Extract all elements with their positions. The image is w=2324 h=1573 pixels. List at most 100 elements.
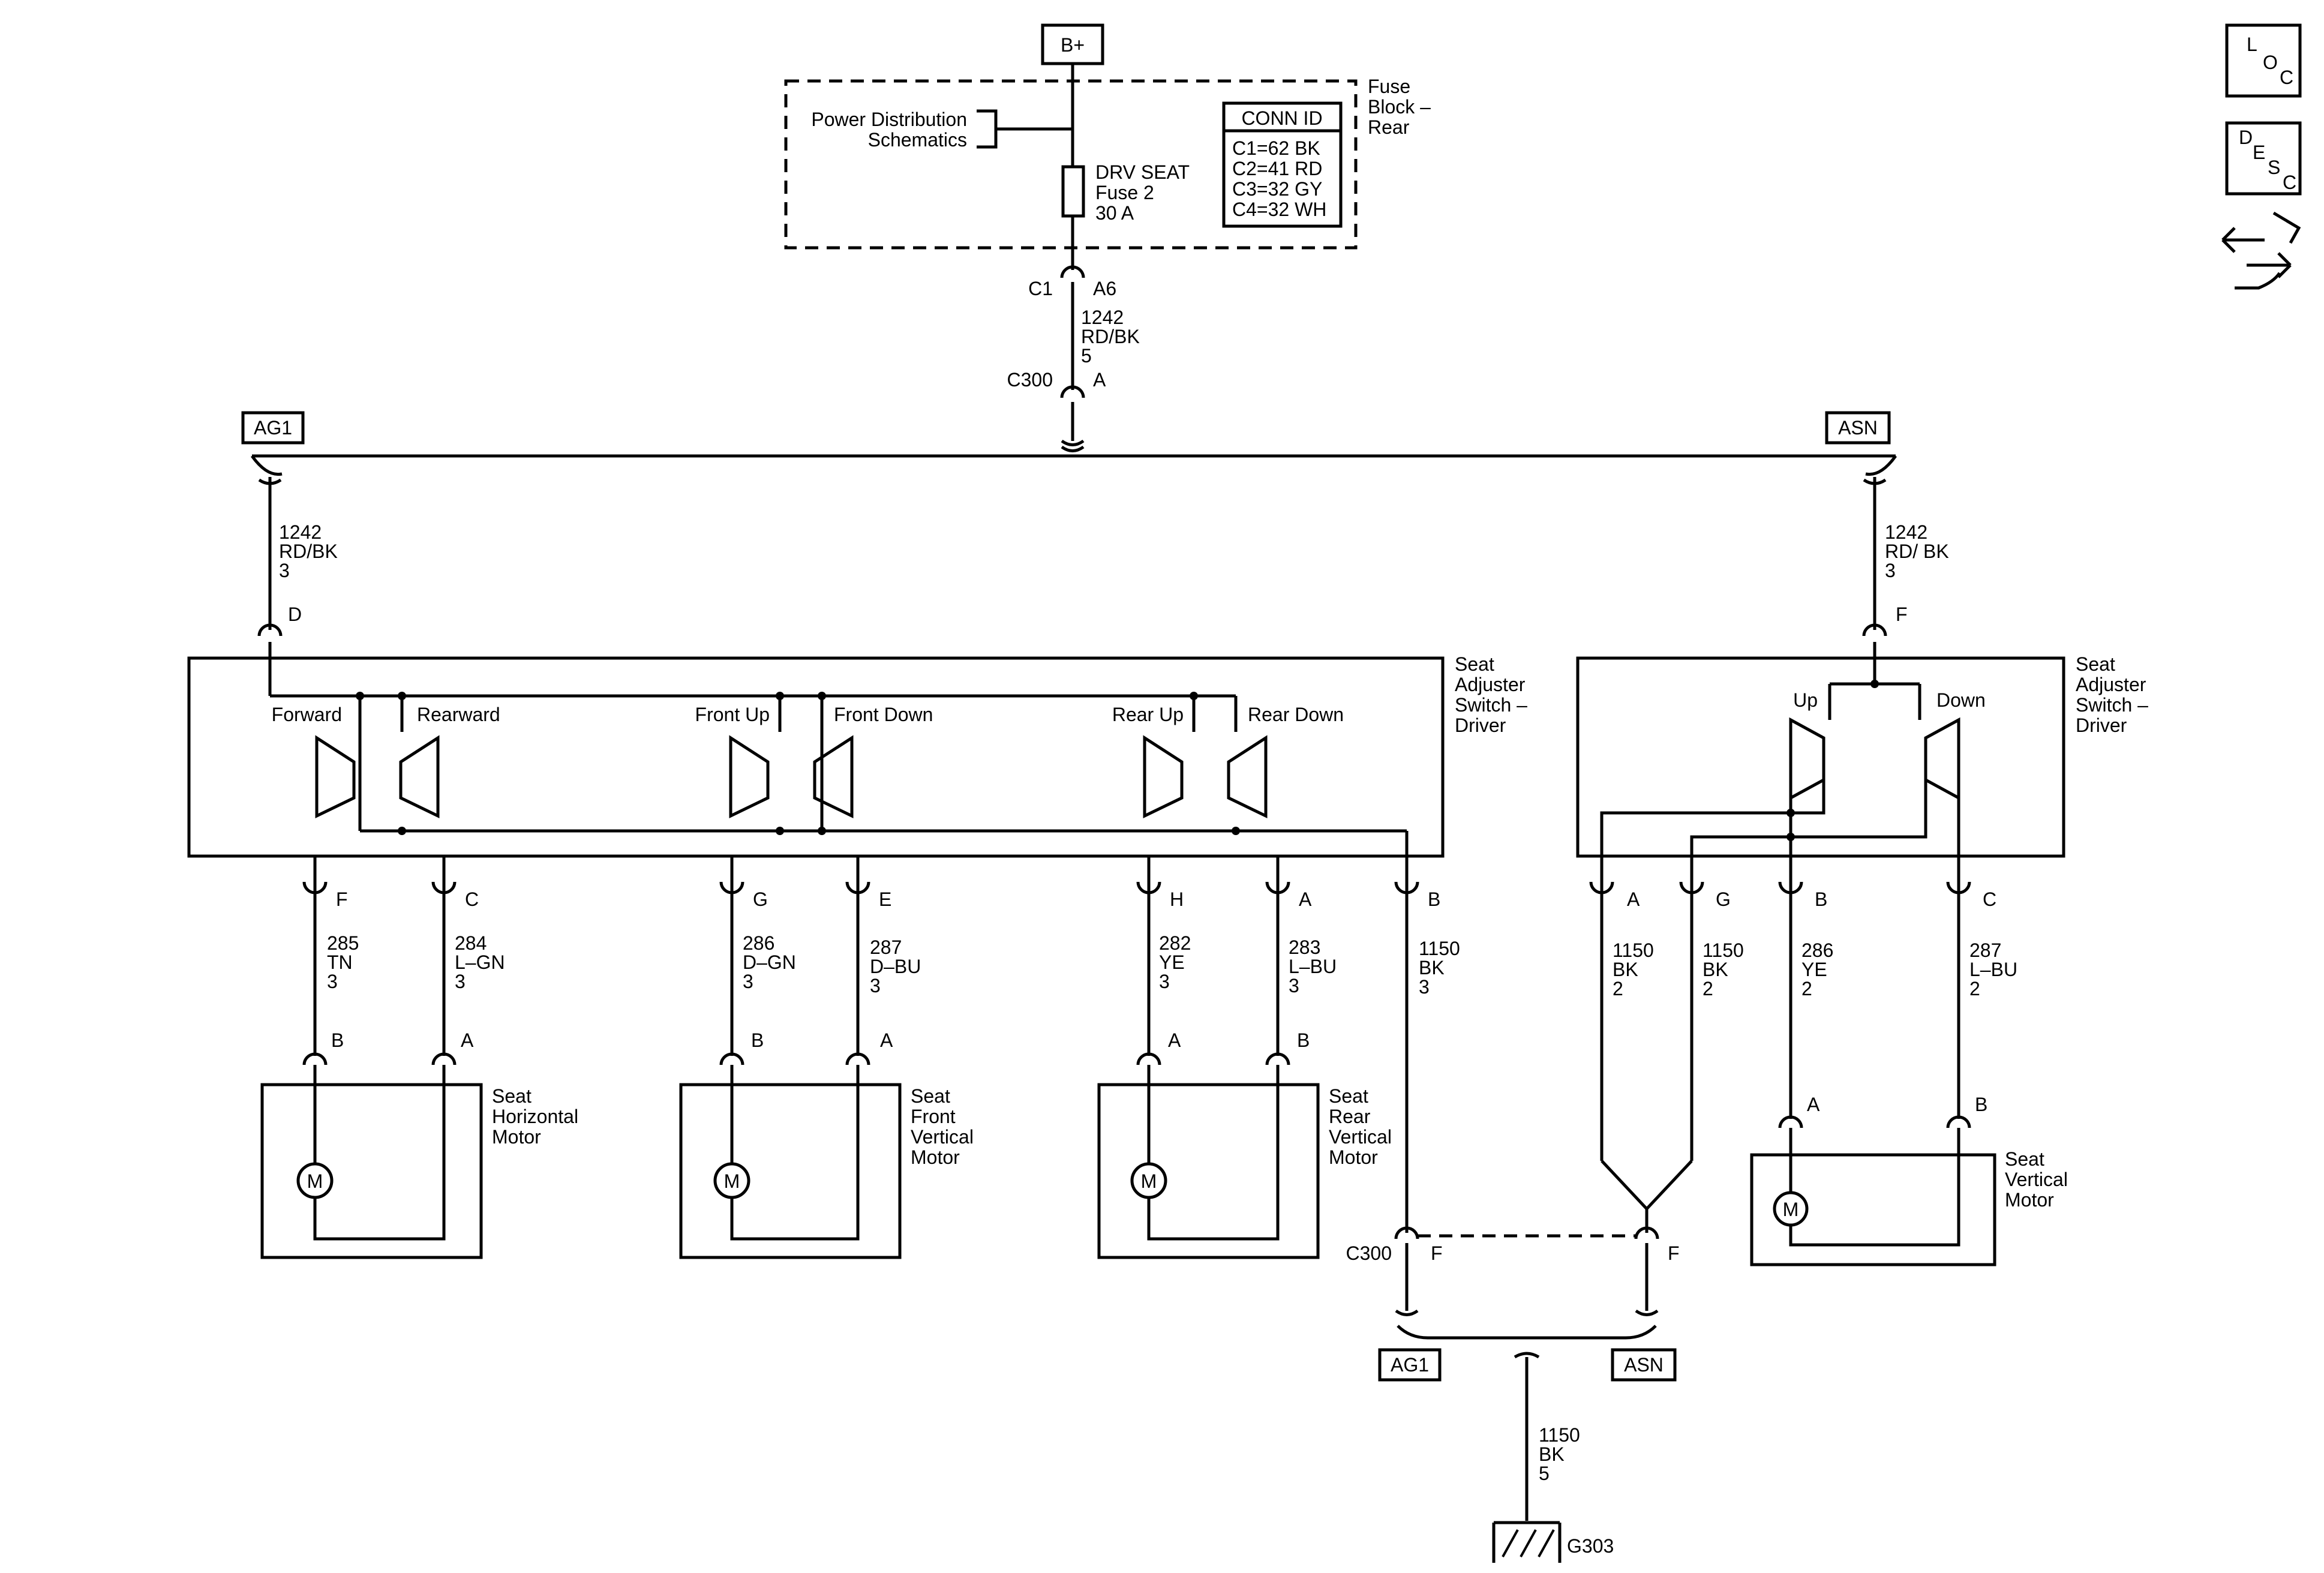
wire-color: RD/BK [279,541,338,562]
motor-label: Seat Vertical Motor [2005,1148,2073,1211]
svg-text:5: 5 [1539,1463,1550,1484]
switch-left-feed-pin: D [288,604,302,625]
main-feed: C1 A6 1242 RD/BK 5 C300 A [1007,64,1140,452]
switch-right-feed-pin: F [1896,604,1908,625]
svg-text:BK: BK [1613,959,1638,980]
svg-text:BK: BK [1703,959,1728,980]
svg-text:C: C [2283,172,2296,193]
c1-pin: A6 [1093,278,1116,299]
switch-position-front-up: Front Up [695,704,770,725]
ground-circuit: C300 F F AG1 ASN 1150 BK 5 G303 [1346,1226,1680,1563]
wire-size: 3 [1885,560,1896,581]
loc-button[interactable]: L O C [2225,23,2302,98]
wire-color: RD/BK [1081,326,1140,347]
switch-position-rearward: Rearward [417,704,500,725]
pin-g: G [753,888,768,910]
switch-right-label: Seat Adjuster Switch – Driver [2076,653,2154,736]
c300-label: C300 [1007,369,1053,391]
pin-c: C [1983,888,1996,910]
svg-text:286: 286 [1801,939,1833,961]
svg-text:B: B [1297,1029,1310,1051]
seat-adjuster-switch-right: Seat Adjuster Switch – Driver Up Down [1576,642,2154,858]
conn-id-c2: C2=41 RD [1232,158,1322,179]
svg-text:D: D [2239,127,2253,148]
fuse-number: Fuse 2 [1095,182,1154,203]
svg-text:YE: YE [1159,951,1185,973]
svg-text:TN: TN [327,951,353,973]
motor-label: Seat Rear Vertical Motor [1329,1085,1397,1168]
fuse-label: DRV SEAT [1095,161,1190,183]
svg-text:286: 286 [743,932,774,954]
switch-left-label: Seat Adjuster Switch – Driver [1455,653,1533,736]
svg-text:D–GN: D–GN [743,951,796,973]
fuse-rating: 30 A [1095,202,1134,224]
wire-circuit: 1242 [1081,307,1124,328]
pin-b: B [1428,888,1440,910]
c1-label: C1 [1028,278,1053,299]
conn-id-title: CONN ID [1241,107,1322,129]
exchange-arrows-icon[interactable] [2221,211,2301,290]
c300-pin-a: A [1093,369,1106,391]
svg-text:M: M [1141,1170,1157,1192]
conn-id-c1: C1=62 BK [1232,137,1320,159]
power-source: B+ [1041,23,1104,65]
option-ag1: AG1 [1391,1354,1429,1376]
motor-label: Seat Front Vertical Motor [911,1085,979,1168]
switch-position-front-down: Front Down [834,704,933,725]
conn-id-c3: C3=32 GY [1232,178,1322,200]
svg-text:2: 2 [1703,978,1713,999]
svg-text:3: 3 [455,971,466,992]
svg-text:287: 287 [1969,939,2001,961]
switch-contacts [315,735,1268,818]
svg-text:1150: 1150 [1539,1424,1580,1446]
seat-adjuster-switch-left: Seat Adjuster Switch – Driver Forward Re… [187,642,1533,858]
switch-left-low-dots [398,827,1240,835]
svg-text:C: C [2280,67,2293,88]
conn-id-c4: C4=32 WH [1232,199,1326,220]
svg-text:B: B [1975,1094,1987,1115]
c300-label: C300 [1346,1242,1392,1264]
power-source-label: B+ [1061,34,1085,56]
pin-h: H [1170,888,1184,910]
c300-pin-f: F [1668,1242,1680,1264]
svg-text:1150: 1150 [1613,939,1654,961]
option-ag1: AG1 [254,417,292,439]
pin-e: E [879,888,891,910]
ground-label: G303 [1567,1535,1614,1557]
seat-vertical-motor: A B M Seat Vertical Motor [1750,1094,2073,1266]
svg-text:L–BU: L–BU [1969,959,2017,980]
seat-horizontal-motor: B A M Seat Horizontal Motor [260,1029,578,1259]
switch-position-rear-down: Rear Down [1248,704,1344,725]
svg-text:287: 287 [870,936,902,958]
wire-circuit: 1242 [279,521,322,543]
svg-text:A: A [461,1029,474,1051]
svg-text:M: M [724,1170,740,1192]
svg-text:M: M [1783,1199,1799,1220]
svg-text:3: 3 [1159,971,1170,992]
right-wire-labels: 1150 BK 2 1150 BK 2 286 YE 2 287 L–BU 2 [1613,939,2017,999]
svg-text:3: 3 [1419,976,1430,998]
svg-text:1150: 1150 [1419,938,1460,959]
svg-text:BK: BK [1419,957,1445,978]
left-output-wires [302,856,1419,1233]
svg-text:L–GN: L–GN [455,951,505,973]
svg-text:283: 283 [1289,936,1320,958]
svg-text:O: O [2263,52,2278,73]
left-wire-labels: 285 TN 3 284 L–GN 3 286 D–GN 3 287 D–BU … [327,932,1460,998]
switch-position-forward: Forward [272,704,342,725]
desc-button[interactable]: D E S C [2225,121,2302,196]
wire-size: 5 [1081,345,1092,367]
svg-text:2: 2 [1613,978,1623,999]
svg-text:A: A [1807,1094,1820,1115]
pin-g: G [1716,888,1731,910]
svg-text:2: 2 [1969,978,1980,999]
svg-text:D–BU: D–BU [870,956,921,977]
switch-position-up: Up [1793,689,1818,711]
svg-text:3: 3 [870,975,881,996]
svg-text:BK: BK [1539,1443,1565,1465]
c300-pin-f: F [1431,1242,1443,1264]
svg-text:285: 285 [327,932,359,954]
wire-size: 3 [279,560,290,581]
seat-rear-vertical-motor: A B M Seat Rear Vertical Motor [1097,1029,1397,1259]
